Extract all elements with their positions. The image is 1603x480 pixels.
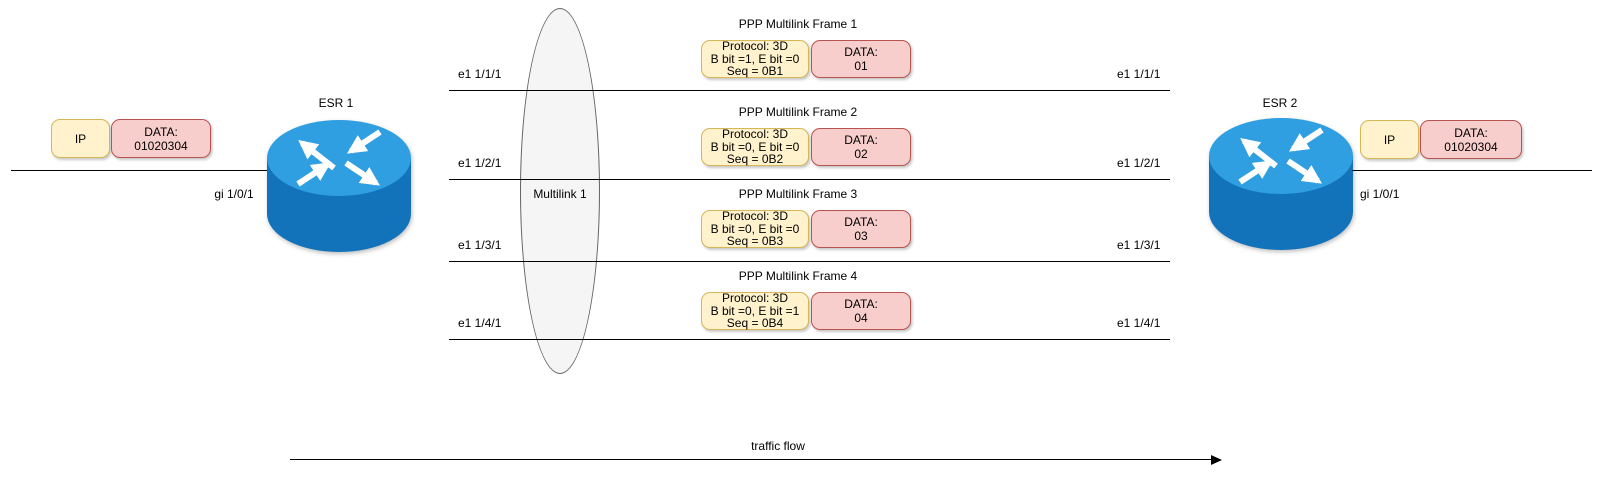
link4-right-label: e1 1/4/1 — [1117, 316, 1161, 330]
frame1-data-value: 01 — [854, 59, 868, 73]
frame3-protocol-box: Protocol: 3D B bit =0, E bit =0 Seq = 0B… — [701, 210, 809, 248]
frame4-protocol-box: Protocol: 3D B bit =0, E bit =1 Seq = 0B… — [701, 292, 809, 330]
frame1-protocol: Protocol: 3D — [721, 39, 789, 54]
router-icon — [1209, 118, 1353, 250]
frame2-protocol: Protocol: 3D — [721, 127, 789, 142]
frame4-seq: Seq = 0B4 — [726, 316, 784, 331]
right-ip-data-box: DATA: 01020304 — [1420, 120, 1522, 159]
member-link-line-1 — [449, 90, 1170, 91]
multilink-bundle-ellipse — [520, 8, 600, 374]
link2-right-label: e1 1/2/1 — [1117, 156, 1161, 170]
frame3-data-value: 03 — [854, 229, 868, 243]
multilink-bundle-label: Multilink 1 — [533, 187, 587, 201]
frame3-bits: B bit =0, E bit =0 — [710, 221, 800, 236]
frame3-data-box: DATA: 03 — [811, 210, 911, 248]
frame4-data-label: DATA: — [844, 297, 878, 311]
link4-left-label: e1 1/4/1 — [458, 316, 502, 330]
link3-left-label: e1 1/3/1 — [458, 238, 502, 252]
member-link-line-2 — [449, 179, 1170, 180]
link3-right-label: e1 1/3/1 — [1117, 238, 1161, 252]
left-ip-data-value: 01020304 — [134, 138, 188, 153]
frame4-data-value: 04 — [854, 311, 868, 325]
frame2-protocol-box: Protocol: 3D B bit =0, E bit =0 Seq = 0B… — [701, 128, 809, 166]
frame2-seq: Seq = 0B2 — [726, 152, 784, 167]
link1-right-label: e1 1/1/1 — [1117, 67, 1161, 81]
frame3-seq: Seq = 0B3 — [726, 234, 784, 249]
frame2-data-box: DATA: 02 — [811, 128, 911, 166]
traffic-flow-label: traffic flow — [751, 439, 805, 453]
frame3-title: PPP Multilink Frame 3 — [738, 187, 858, 201]
frame4-title: PPP Multilink Frame 4 — [738, 269, 858, 283]
traffic-flow-line — [290, 459, 1211, 460]
frame4-protocol: Protocol: 3D — [721, 291, 789, 306]
frame4-data-box: DATA: 04 — [811, 292, 911, 330]
frame2-title: PPP Multilink Frame 2 — [738, 105, 858, 119]
frame3-protocol: Protocol: 3D — [721, 209, 789, 224]
frame1-protocol-box: Protocol: 3D B bit =1, E bit =0 Seq = 0B… — [701, 40, 809, 78]
left-ip-protocol-label: IP — [74, 131, 87, 146]
left-router-name: ESR 1 — [318, 96, 354, 110]
left-ip-data-label: DATA: — [144, 124, 178, 139]
frame1-seq: Seq = 0B1 — [726, 64, 784, 79]
link2-left-label: e1 1/2/1 — [458, 156, 502, 170]
left-ip-protocol-box: IP — [51, 119, 110, 158]
frame2-data-label: DATA: — [844, 133, 878, 147]
frame1-bits: B bit =1, E bit =0 — [710, 51, 800, 66]
left-access-link-line — [11, 170, 273, 171]
frame3-data-label: DATA: — [844, 215, 878, 229]
traffic-flow-arrowhead-icon — [1211, 455, 1222, 465]
right-router-name: ESR 2 — [1262, 96, 1298, 110]
right-access-link-line — [1352, 170, 1592, 171]
frame1-title: PPP Multilink Frame 1 — [738, 17, 858, 31]
right-interface-label: gi 1/0/1 — [1360, 187, 1400, 201]
left-interface-label: gi 1/0/1 — [214, 187, 254, 201]
right-ip-protocol-label: IP — [1383, 132, 1396, 147]
frame1-data-box: DATA: 01 — [811, 40, 911, 78]
right-ip-protocol-box: IP — [1360, 120, 1419, 159]
router-icon — [267, 120, 411, 252]
link1-left-label: e1 1/1/1 — [458, 67, 502, 81]
frame1-data-label: DATA: — [844, 45, 878, 59]
frame2-bits: B bit =0, E bit =0 — [710, 139, 800, 154]
frame4-bits: B bit =0, E bit =1 — [710, 303, 800, 318]
frame2-data-value: 02 — [854, 147, 868, 161]
right-ip-data-label: DATA: — [1454, 125, 1488, 140]
left-ip-data-box: DATA: 01020304 — [111, 119, 211, 158]
right-ip-data-value: 01020304 — [1444, 139, 1498, 154]
member-link-line-3 — [449, 261, 1170, 262]
member-link-line-4 — [449, 339, 1170, 340]
